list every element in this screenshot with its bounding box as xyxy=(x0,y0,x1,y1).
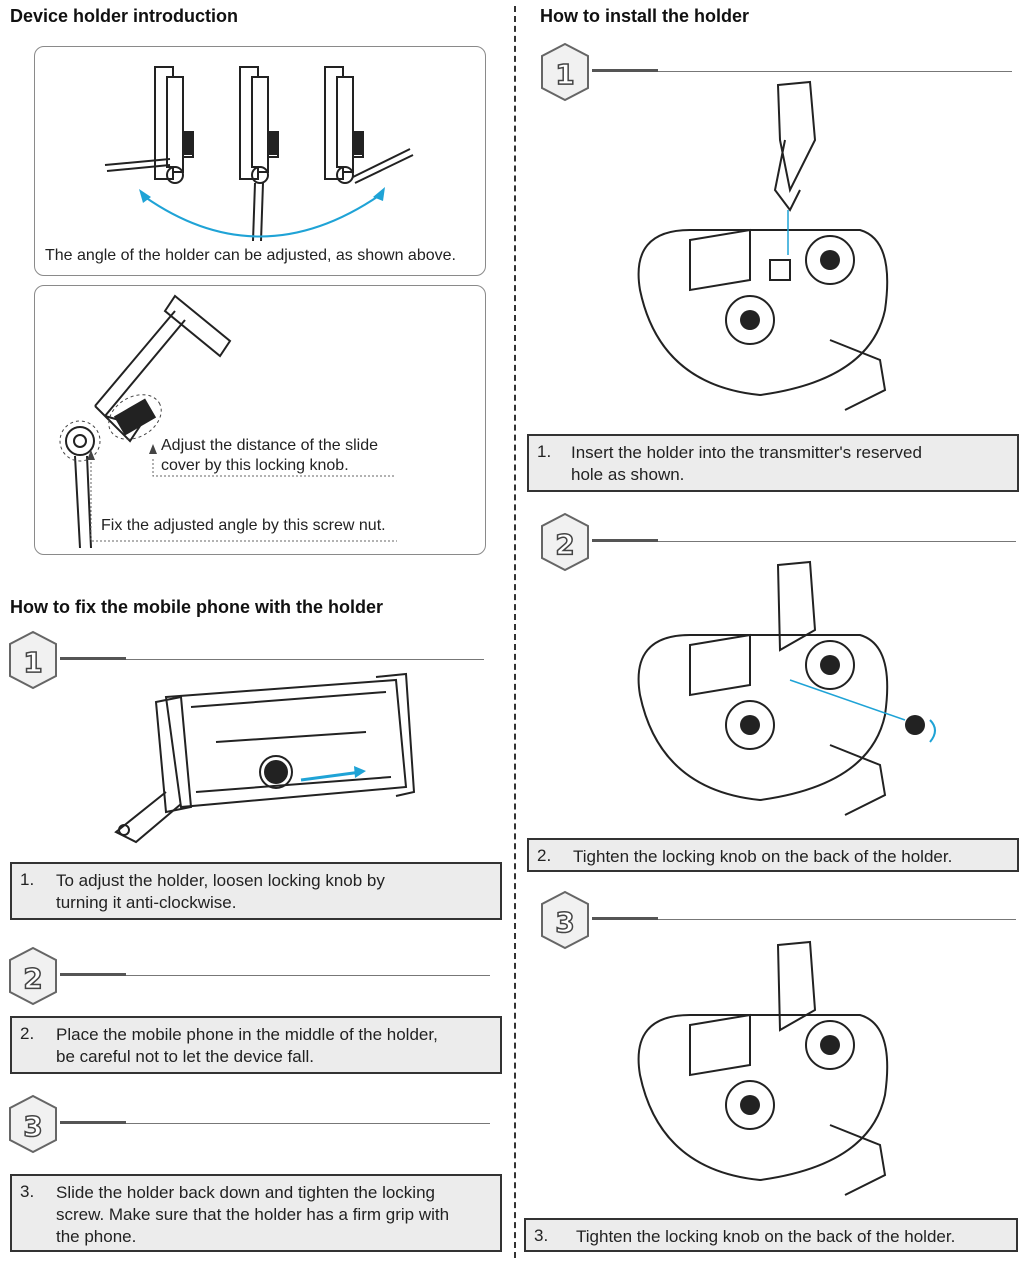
knob-label: Adjust the distance of the slide cover b… xyxy=(161,437,379,474)
svg-text:3: 3 xyxy=(23,1110,42,1143)
transmitter-final-illustration xyxy=(637,940,889,1196)
step-1-line xyxy=(60,657,484,660)
transmitter-insert-illustration xyxy=(637,80,889,411)
svg-text:1: 1 xyxy=(23,646,42,679)
holder-angle-panel: The angle of the holder can be adjusted,… xyxy=(34,46,486,276)
fix-step-1-box: 1. To adjust the holder, loosen locking … xyxy=(10,862,502,920)
step-3-badge: 3 xyxy=(9,1094,57,1154)
svg-text:2: 2 xyxy=(23,962,42,995)
step-3-line xyxy=(60,1121,490,1124)
step-2-line xyxy=(60,973,490,976)
install-step-1-badge: 1 xyxy=(541,42,589,102)
intro-heading: Device holder introduction xyxy=(10,6,239,26)
transmitter-tighten-illustration xyxy=(637,560,936,816)
step-1-badge: 1 xyxy=(9,630,57,690)
install-step-3-badge: 3 xyxy=(541,890,589,950)
install-step-3-line xyxy=(592,917,1016,920)
panel1-caption: The angle of the holder can be adjusted,… xyxy=(45,247,456,264)
fix-step-2-box: 2. Place the mobile phone in the middle … xyxy=(10,1016,502,1074)
holder-angle-illustration xyxy=(104,66,414,242)
install-step-2-box: 2. Tighten the locking knob on the back … xyxy=(527,838,1019,872)
install-heading: How to install the holder xyxy=(540,6,750,26)
install-step-3-box: 3. Tighten the locking knob on the back … xyxy=(524,1218,1018,1252)
install-step-1-line xyxy=(592,69,1012,72)
step-2-badge: 2 xyxy=(9,946,57,1006)
rotation-arrow xyxy=(144,194,381,238)
svg-text:3: 3 xyxy=(555,906,574,939)
install-step-2-badge: 2 xyxy=(541,512,589,572)
column-divider xyxy=(514,6,516,1258)
holder-parts-illustration xyxy=(59,294,397,549)
svg-text:1: 1 xyxy=(555,58,574,91)
fix-heading: How to fix the mobile phone with the hol… xyxy=(10,597,383,617)
holder-parts-panel: Adjust the distance of the slide cover b… xyxy=(34,285,486,555)
fix-step-3-box: 3. Slide the holder back down and tighte… xyxy=(10,1174,502,1252)
svg-text:2: 2 xyxy=(555,528,574,561)
nut-label: Fix the adjusted angle by this screw nut… xyxy=(101,517,386,534)
phone-holder-illustration xyxy=(114,672,416,844)
install-step-1-box: 1. Insert the holder into the transmitte… xyxy=(527,434,1019,492)
install-step-2-line xyxy=(592,539,1016,542)
